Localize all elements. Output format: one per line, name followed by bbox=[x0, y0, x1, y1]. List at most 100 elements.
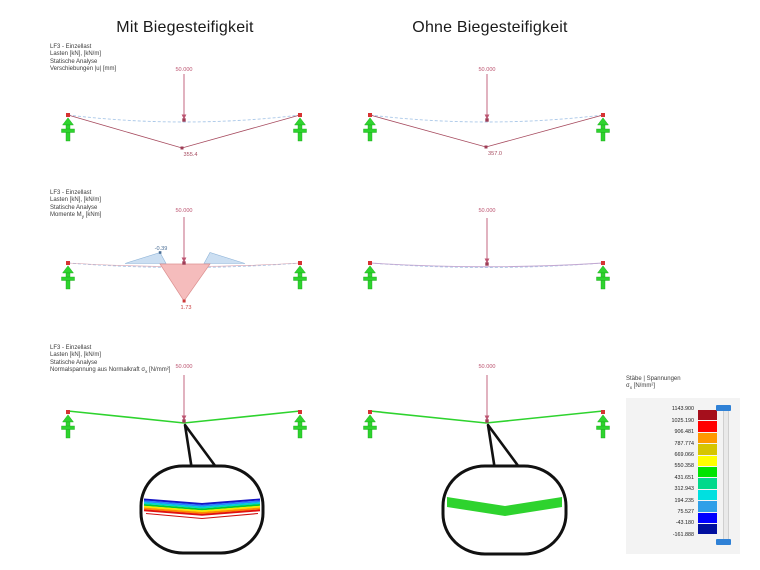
info-result-type: Normalspannung aus Normalkraft σx [N/mm²… bbox=[50, 367, 171, 375]
diagram-displacement-without-stiffness: 50.000 357.0 bbox=[363, 67, 610, 157]
info-loadcase: LF3 - Einzellast bbox=[50, 345, 92, 351]
moment-min-label: -0.39 bbox=[155, 246, 168, 252]
load-value-label: 50.000 bbox=[478, 208, 495, 214]
legend-value: 550.358 bbox=[674, 463, 695, 470]
info-block-stress: LF3 - Einzellast Lasten [kN], [kN/m] Sta… bbox=[50, 345, 170, 376]
legend-value: 312.943 bbox=[674, 486, 695, 493]
legend-color-block bbox=[698, 432, 717, 444]
moment-min-marker bbox=[158, 251, 162, 254]
legend-value: 669.066 bbox=[674, 451, 695, 458]
legend-value: -161.888 bbox=[672, 531, 694, 538]
legend-color-block bbox=[698, 421, 717, 432]
legend-color-block bbox=[698, 444, 717, 455]
info-result-type: Momente My [kNm] bbox=[50, 212, 102, 220]
positive-moment-area bbox=[159, 263, 211, 302]
diagram-moments-with-stiffness: -0.39 1.73 50.000 bbox=[61, 208, 307, 311]
legend-value: 1025.190 bbox=[671, 417, 694, 424]
legend-slider-track[interactable] bbox=[723, 407, 729, 544]
point-load-arrow-icon bbox=[181, 216, 187, 266]
diagram-stress-with-stiffness: 50.000 bbox=[61, 364, 307, 555]
legend-title: Stäbe | Spannungen σx [N/mm²] bbox=[626, 376, 681, 392]
info-analysis: Statische Analyse bbox=[50, 58, 98, 65]
support-icon bbox=[596, 409, 610, 439]
undeformed-shape-line bbox=[67, 114, 301, 123]
detail-balloon-without-stiffness bbox=[441, 423, 568, 556]
column-title-without-stiffness: Ohne Biegesteifigkeit bbox=[412, 19, 568, 36]
support-icon bbox=[596, 260, 610, 290]
info-analysis: Statische Analyse bbox=[50, 204, 98, 211]
result-node-marker bbox=[484, 145, 488, 149]
legend-value: 431.651 bbox=[674, 474, 695, 481]
info-block-moments: LF3 - Einzellast Lasten [kN], [kN/m] Sta… bbox=[50, 190, 101, 221]
result-node-marker bbox=[180, 146, 184, 150]
info-loads: Lasten [kN], [kN/m] bbox=[50, 51, 102, 58]
displacement-value-label: 357.0 bbox=[488, 151, 502, 157]
negative-moment-lobe bbox=[203, 252, 246, 264]
support-icon bbox=[293, 409, 307, 439]
legend-color-block bbox=[698, 409, 717, 421]
support-icon bbox=[363, 409, 377, 439]
legend-value: 75.527 bbox=[677, 508, 695, 515]
point-load-arrow-icon bbox=[181, 374, 187, 424]
legend-value: 787.774 bbox=[674, 440, 695, 447]
balloon-tail bbox=[486, 423, 521, 472]
info-loadcase: LF3 - Einzellast bbox=[50, 44, 92, 50]
legend-color-block bbox=[698, 466, 717, 478]
support-icon bbox=[596, 112, 610, 142]
legend-color-block bbox=[698, 512, 717, 524]
undeformed-shape-line bbox=[369, 114, 604, 123]
load-value-label: 50.000 bbox=[478, 364, 495, 370]
info-result-type: Verschiebungen |u| [mm] bbox=[50, 66, 117, 73]
legend-color-block bbox=[698, 478, 717, 489]
support-icon bbox=[61, 260, 75, 290]
beam-axis-line bbox=[369, 262, 604, 268]
point-load-arrow-icon bbox=[484, 73, 490, 123]
diagram-stress-without-stiffness: 50.000 bbox=[363, 364, 610, 556]
support-icon bbox=[293, 260, 307, 290]
legend-color-block bbox=[698, 489, 717, 501]
moment-max-marker bbox=[182, 299, 186, 303]
negative-moment-lobe bbox=[124, 252, 167, 264]
stress-diagram-line bbox=[67, 410, 301, 424]
stress-uniform-band bbox=[447, 497, 562, 516]
moment-max-label: 1.73 bbox=[181, 305, 192, 311]
balloon-tail bbox=[183, 423, 218, 472]
legend-value: 906.481 bbox=[674, 429, 695, 436]
support-icon bbox=[363, 112, 377, 142]
load-value-label: 50.000 bbox=[175, 67, 192, 73]
legend-value: 1143.900 bbox=[671, 406, 694, 413]
legend-title-line1: Stäbe | Spannungen bbox=[626, 376, 681, 382]
stress-gradient-band bbox=[143, 498, 261, 520]
displacement-value-label: 355.4 bbox=[184, 152, 198, 158]
detail-balloon-with-stiffness bbox=[139, 423, 265, 555]
info-loads: Lasten [kN], [kN/m] bbox=[50, 197, 102, 204]
legend-color-block bbox=[698, 523, 717, 535]
stress-diagram-line bbox=[369, 410, 604, 424]
legend-color-block bbox=[698, 501, 717, 512]
support-icon bbox=[293, 112, 307, 142]
load-value-label: 50.000 bbox=[478, 67, 495, 73]
legend-value: -43.180 bbox=[675, 520, 694, 527]
load-value-label: 50.000 bbox=[175, 364, 192, 370]
legend-slider-handle-min[interactable] bbox=[716, 539, 731, 545]
legend-color-block bbox=[698, 455, 717, 467]
point-load-arrow-icon bbox=[484, 217, 490, 267]
info-loads: Lasten [kN], [kN/m] bbox=[50, 352, 102, 359]
column-title-with-stiffness: Mit Biegesteifigkeit bbox=[116, 19, 254, 36]
diagram-displacement-with-stiffness: 50.000 355.4 bbox=[61, 67, 307, 158]
info-analysis: Statische Analyse bbox=[50, 359, 98, 366]
point-load-arrow-icon bbox=[484, 374, 490, 424]
load-value-label: 50.000 bbox=[175, 208, 192, 214]
legend-slider-handle-max[interactable] bbox=[716, 405, 731, 411]
support-icon bbox=[61, 112, 75, 142]
diagram-moments-without-stiffness: 50.000 bbox=[363, 208, 610, 290]
info-loadcase: LF3 - Einzellast bbox=[50, 190, 92, 196]
legend-panel: 1143.900 1025.190 906.481 787.774 669.066 550… bbox=[626, 398, 740, 554]
legend-value: 194.235 bbox=[674, 497, 695, 504]
undeformed-shape-line bbox=[369, 262, 604, 268]
info-block-displacements: LF3 - Einzellast Lasten [kN], [kN/m] Sta… bbox=[50, 44, 116, 74]
legend-title-line2: σx [N/mm²] bbox=[626, 383, 655, 391]
point-load-arrow-icon bbox=[181, 73, 187, 123]
